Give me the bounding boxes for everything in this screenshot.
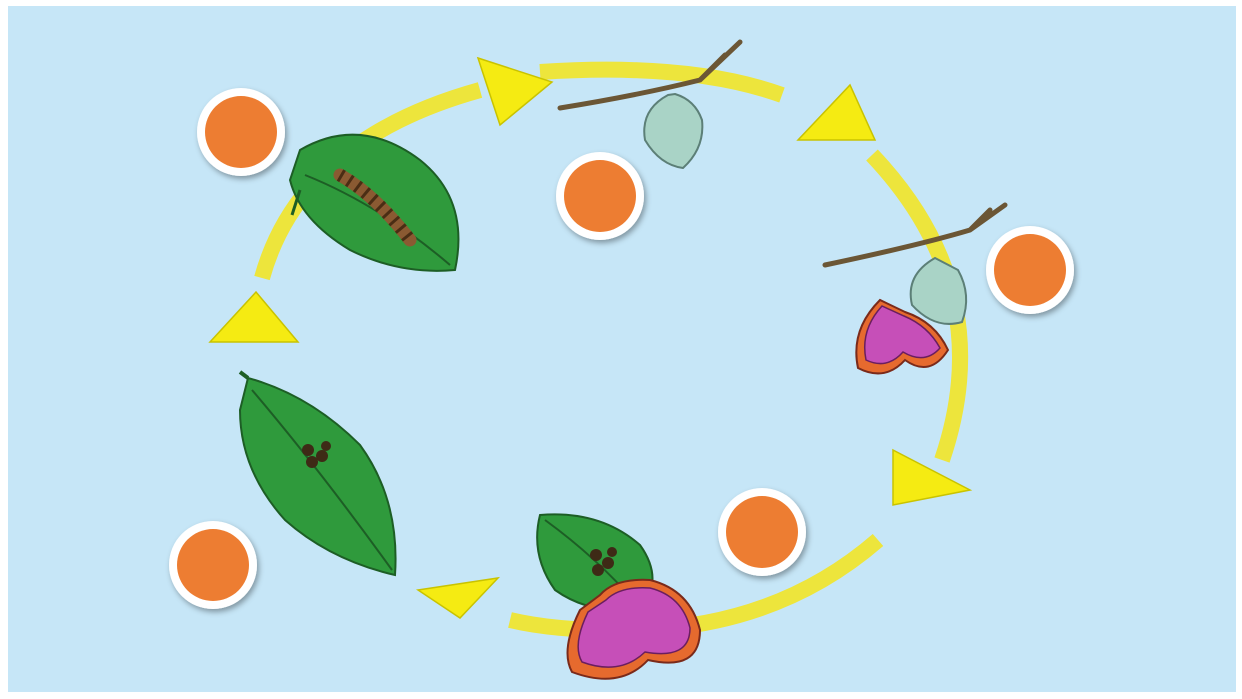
egg xyxy=(306,456,318,468)
stage-marker-3[interactable] xyxy=(986,226,1074,314)
egg xyxy=(321,441,331,451)
egg xyxy=(607,547,617,557)
marker-dot xyxy=(994,234,1066,306)
marker-dot xyxy=(726,496,798,568)
stage-marker-2[interactable] xyxy=(556,152,644,240)
egg xyxy=(590,549,602,561)
egg xyxy=(302,444,314,456)
marker-dot xyxy=(177,529,249,601)
marker-dot xyxy=(205,96,277,168)
stage-marker-1[interactable] xyxy=(197,88,285,176)
egg xyxy=(602,557,614,569)
stage-marker-4[interactable] xyxy=(718,488,806,576)
egg xyxy=(592,564,604,576)
marker-dot xyxy=(564,160,636,232)
stage-marker-5[interactable] xyxy=(169,521,257,609)
egg xyxy=(316,450,328,462)
